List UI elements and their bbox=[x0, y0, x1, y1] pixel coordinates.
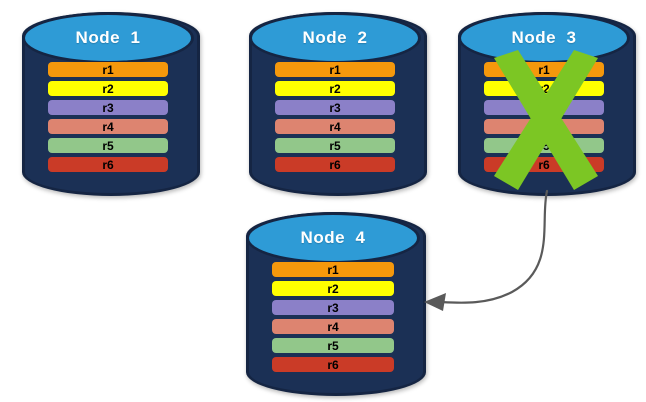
record-label: r1 bbox=[538, 62, 550, 77]
record-r4[interactable]: r4 bbox=[47, 119, 169, 134]
record-r5[interactable]: r5 bbox=[47, 138, 169, 153]
node-4[interactable]: Node 4 r1 r2 r3 r4 r5 r6 bbox=[246, 212, 426, 396]
record-r5[interactable]: r5 bbox=[274, 138, 396, 153]
node-1-cylinder-top: Node 1 bbox=[22, 12, 194, 64]
record-r4[interactable]: r4 bbox=[274, 119, 396, 134]
record-label: r1 bbox=[327, 262, 339, 277]
record-label: r6 bbox=[327, 357, 339, 372]
node-1-title: Node 1 bbox=[75, 28, 141, 47]
record-r5[interactable]: r5 bbox=[483, 138, 605, 153]
record-label: r2 bbox=[327, 281, 339, 296]
record-r2[interactable]: r2 bbox=[483, 81, 605, 96]
record-label: r6 bbox=[102, 157, 114, 172]
record-r6[interactable]: r6 bbox=[47, 157, 169, 172]
record-label: r4 bbox=[329, 119, 341, 134]
record-label: r5 bbox=[538, 138, 550, 153]
record-r3[interactable]: r3 bbox=[483, 100, 605, 115]
node-3[interactable]: Node 3 r1 r2 r3 r4 r5 r6 bbox=[458, 12, 636, 196]
record-r1[interactable]: r1 bbox=[47, 62, 169, 77]
record-r5[interactable]: r5 bbox=[272, 338, 394, 353]
node-2-cylinder-top: Node 2 bbox=[249, 12, 421, 64]
record-label: r3 bbox=[327, 300, 339, 315]
record-r6[interactable]: r6 bbox=[483, 157, 605, 172]
record-r6[interactable]: r6 bbox=[272, 357, 394, 372]
record-r3[interactable]: r3 bbox=[274, 100, 396, 115]
record-r1[interactable]: r1 bbox=[483, 62, 605, 77]
record-r6[interactable]: r6 bbox=[274, 157, 396, 172]
record-label: r2 bbox=[329, 81, 341, 96]
node-2-title: Node 2 bbox=[302, 28, 368, 47]
node-4-cylinder-top: Node 4 bbox=[246, 212, 420, 264]
node-2[interactable]: Node 2 r1 r2 r3 r4 r5 r6 bbox=[249, 12, 427, 196]
record-label: r4 bbox=[538, 119, 550, 134]
node-2-record-list: r1 r2 r3 r4 r5 r6 bbox=[274, 62, 396, 172]
node-3-title: Node 3 bbox=[511, 28, 577, 47]
record-r2[interactable]: r2 bbox=[272, 281, 394, 296]
record-label: r4 bbox=[327, 319, 339, 334]
record-r3[interactable]: r3 bbox=[47, 100, 169, 115]
record-label: r2 bbox=[538, 81, 550, 96]
node-1[interactable]: Node 1 r1 r2 r3 r4 r5 r6 bbox=[22, 12, 200, 196]
record-label: r6 bbox=[538, 157, 550, 172]
record-r1[interactable]: r1 bbox=[272, 262, 394, 277]
record-label: r3 bbox=[102, 100, 114, 115]
record-r2[interactable]: r2 bbox=[274, 81, 396, 96]
node-4-title: Node 4 bbox=[300, 228, 366, 247]
record-label: r2 bbox=[102, 81, 114, 96]
node-3-record-list: r1 r2 r3 r4 r5 r6 bbox=[483, 62, 605, 172]
record-r3[interactable]: r3 bbox=[272, 300, 394, 315]
node-1-record-list: r1 r2 r3 r4 r5 r6 bbox=[47, 62, 169, 172]
node-4-record-list: r1 r2 r3 r4 r5 r6 bbox=[272, 262, 394, 372]
record-r1[interactable]: r1 bbox=[274, 62, 396, 77]
record-label: r5 bbox=[329, 138, 341, 153]
record-label: r3 bbox=[538, 100, 550, 115]
record-r4[interactable]: r4 bbox=[272, 319, 394, 334]
record-label: r5 bbox=[327, 338, 339, 353]
node-3-cylinder-top: Node 3 bbox=[458, 12, 630, 64]
record-r2[interactable]: r2 bbox=[47, 81, 169, 96]
record-label: r3 bbox=[329, 100, 341, 115]
record-r4[interactable]: r4 bbox=[483, 119, 605, 134]
record-label: r1 bbox=[102, 62, 114, 77]
record-label: r5 bbox=[102, 138, 114, 153]
record-label: r4 bbox=[102, 119, 114, 134]
record-label: r6 bbox=[329, 157, 341, 172]
record-label: r1 bbox=[329, 62, 341, 77]
